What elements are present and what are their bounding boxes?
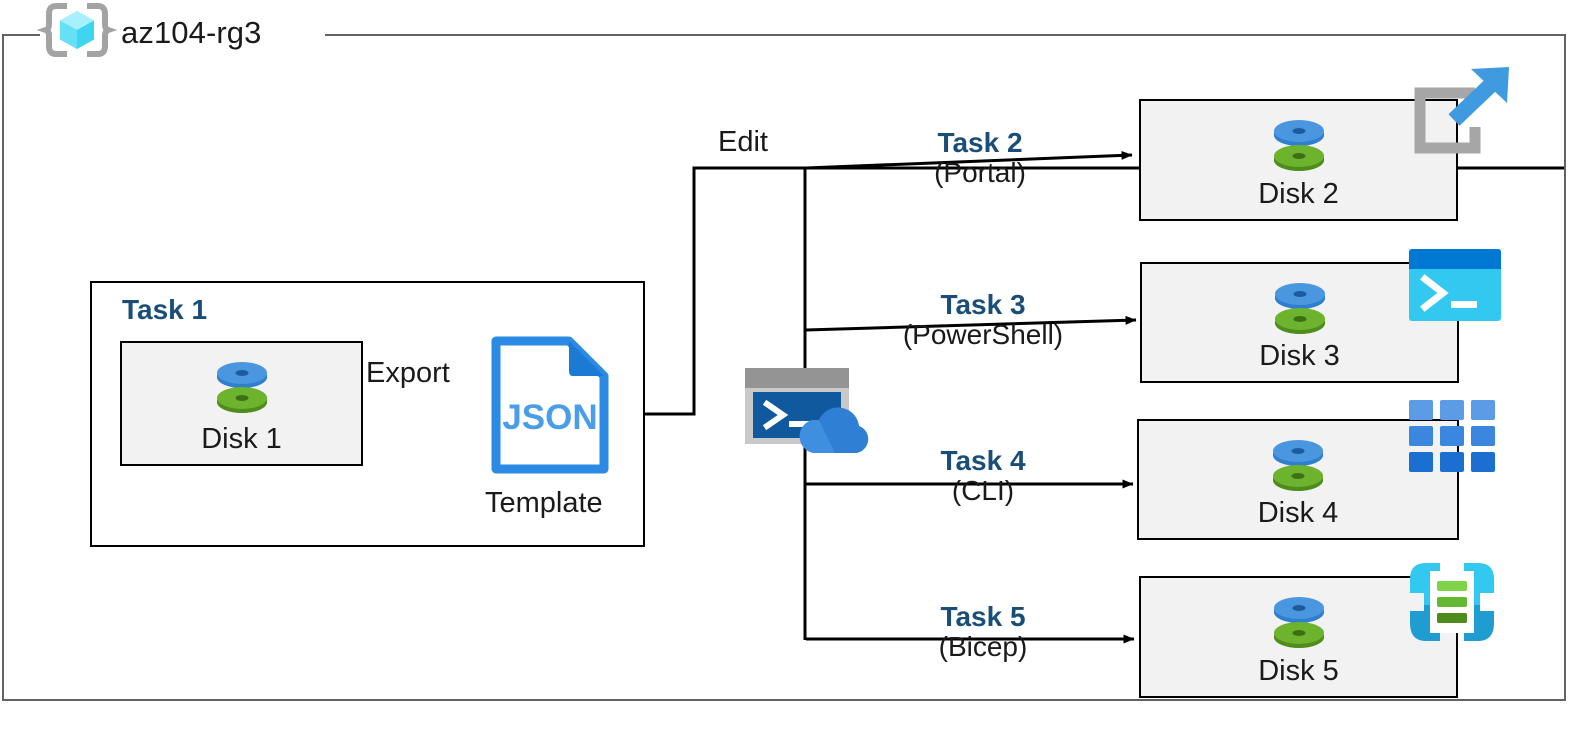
branch-label-task5: Task 5 (Bicep) [878, 601, 1088, 663]
task4-label: Task 4 [940, 445, 1026, 476]
task2-label: Task 2 [937, 127, 1023, 158]
edit-label: Edit [718, 126, 768, 158]
export-label: Export [366, 357, 450, 389]
task5-tool: (Bicep) [938, 631, 1028, 663]
task5-label: Task 5 [940, 601, 1026, 632]
task1-title: Task 1 [122, 294, 208, 325]
cloud-shell-icon[interactable] [743, 366, 869, 458]
disk4-box[interactable]: Disk 4 [1137, 419, 1459, 540]
bicep-icon[interactable] [1406, 557, 1498, 647]
resource-group-boundary [2, 34, 1566, 701]
template-label: Template [485, 487, 603, 519]
resource-group-name: az104-rg3 [121, 14, 262, 50]
disk4-label: Disk 4 [1257, 497, 1339, 529]
task2-tool: (Portal) [934, 157, 1026, 189]
task3-tool: (PowerShell) [902, 319, 1064, 351]
disk2-box[interactable]: Disk 2 [1139, 99, 1458, 221]
branch-label-task4: Task 4 (CLI) [878, 445, 1088, 507]
managed-disk-icon [1267, 431, 1329, 498]
powershell-icon[interactable] [1409, 249, 1501, 321]
branch-label-task3: Task 3 (PowerShell) [868, 289, 1098, 351]
disk1-label: Disk 1 [201, 423, 282, 455]
managed-disk-icon [1269, 274, 1331, 341]
managed-disk-icon [211, 353, 273, 420]
svg-text:JSON: JSON [502, 398, 597, 437]
resource-group-icon [36, 2, 118, 63]
disk5-label: Disk 5 [1258, 655, 1339, 687]
azure-portal-icon[interactable] [1409, 65, 1514, 165]
resource-group-header: az104-rg3 [36, 2, 262, 63]
disk2-label: Disk 2 [1258, 178, 1339, 210]
managed-disk-icon [1268, 588, 1330, 655]
task4-tool: (CLI) [951, 475, 1015, 507]
azure-cli-icon[interactable] [1409, 400, 1495, 472]
managed-disk-icon [1268, 111, 1330, 178]
task3-label: Task 3 [940, 289, 1026, 320]
json-document-icon[interactable]: JSON [489, 334, 611, 476]
disk1-box[interactable]: Disk 1 [120, 341, 363, 466]
disk3-label: Disk 3 [1259, 340, 1340, 372]
disk5-box[interactable]: Disk 5 [1139, 576, 1458, 698]
branch-label-task2: Task 2 (Portal) [875, 127, 1085, 189]
disk3-box[interactable]: Disk 3 [1140, 262, 1459, 383]
